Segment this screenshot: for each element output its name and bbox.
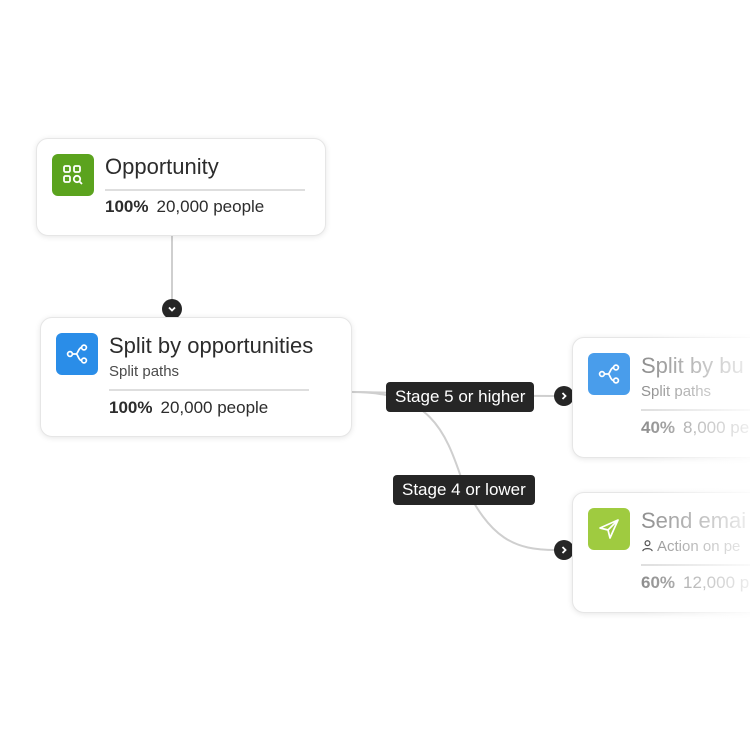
node-split-buyer[interactable]: Split by bu Split paths 40% 8,000 pe bbox=[572, 337, 750, 458]
node-title: Send emai bbox=[641, 508, 747, 533]
link-split-to-email bbox=[351, 391, 557, 551]
node-count: 20,000 people bbox=[156, 197, 265, 216]
node-split-opportunities[interactable]: Split by opportunities Split paths 100% 2… bbox=[40, 317, 352, 437]
send-icon bbox=[588, 508, 630, 550]
node-subtitle: Split paths bbox=[641, 383, 712, 400]
divider bbox=[109, 389, 309, 391]
expand-connector[interactable] bbox=[162, 299, 182, 319]
node-count: 20,000 people bbox=[160, 398, 269, 417]
path-connector-stage5[interactable] bbox=[554, 386, 574, 406]
edge-label-stage5[interactable]: Stage 5 or higher bbox=[386, 382, 535, 412]
split-paths-icon bbox=[56, 333, 98, 375]
node-count: 12,000 pe bbox=[683, 573, 750, 592]
node-title: Split by opportunities bbox=[109, 333, 314, 358]
chevron-down-icon bbox=[168, 306, 176, 312]
node-percent: 100% bbox=[109, 398, 153, 417]
node-title: Split by bu bbox=[641, 353, 744, 378]
chevron-right-icon bbox=[561, 546, 567, 554]
node-percent: 100% bbox=[105, 197, 149, 216]
path-connector-stage4[interactable] bbox=[554, 540, 574, 560]
node-subtitle: Action on pe bbox=[641, 538, 740, 555]
node-title: Opportunity bbox=[105, 154, 219, 179]
node-stats: 40% 8,000 pe bbox=[641, 418, 749, 438]
node-stats: 100% 20,000 people bbox=[105, 197, 264, 217]
node-percent: 40% bbox=[641, 418, 676, 437]
person-icon bbox=[642, 540, 653, 552]
node-subtitle-text: Action on pe bbox=[657, 538, 741, 555]
node-stats: 100% 20,000 people bbox=[109, 398, 268, 418]
node-stats: 60% 12,000 pe bbox=[641, 573, 750, 593]
node-count: 8,000 pe bbox=[683, 418, 750, 437]
split-paths-icon bbox=[588, 353, 630, 395]
node-percent: 60% bbox=[641, 573, 676, 592]
divider bbox=[105, 189, 305, 191]
node-opportunity[interactable]: Opportunity 100% 20,000 people bbox=[36, 138, 326, 236]
node-subtitle: Split paths bbox=[109, 363, 180, 380]
divider bbox=[641, 564, 750, 566]
chevron-right-icon bbox=[561, 392, 567, 400]
divider bbox=[641, 409, 750, 411]
node-send-email[interactable]: Send emai Action on pe 60% 12,000 pe bbox=[572, 492, 750, 613]
audience-search-icon bbox=[52, 154, 94, 196]
edge-label-stage4[interactable]: Stage 4 or lower bbox=[393, 475, 535, 505]
